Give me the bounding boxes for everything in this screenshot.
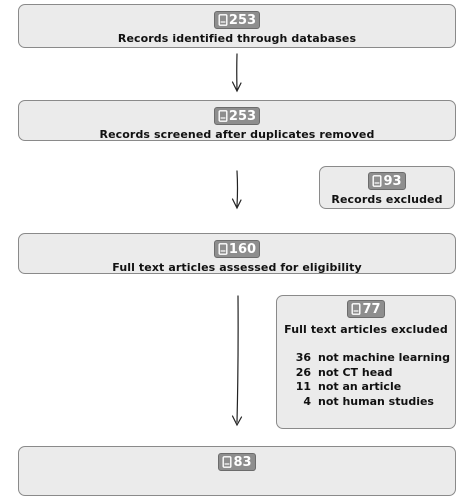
box-studies-included: 83 [18,446,456,496]
document-icon [218,243,228,255]
count-value: 93 [383,174,401,189]
exclusion-reason: 11 not an article [295,380,450,395]
document-icon [218,110,228,122]
count-badge: 160 [214,240,260,258]
reason-text: not machine learning [318,351,450,366]
document-icon [222,456,232,468]
reason-text: not human studies [318,395,434,410]
count-badge: 77 [347,300,384,318]
count-value: 253 [229,109,256,124]
arrow-fulltext-to-included [237,296,238,422]
box-label: Records excluded [320,193,454,206]
count-badge: 83 [218,453,255,471]
reason-text: not CT head [318,366,392,381]
document-icon [218,14,228,26]
box-records-identified: 253 Records identified through databases [18,4,456,48]
document-icon [351,303,361,315]
reason-count: 11 [295,380,311,395]
box-label: Full text articles excluded [277,323,455,336]
count-value: 77 [362,302,380,317]
reason-text: not an article [318,380,401,395]
count-value: 253 [229,13,256,28]
exclusion-reason: 4 not human studies [295,395,450,410]
reason-count: 36 [295,351,311,366]
box-fulltext-excluded: 77 Full text articles excluded 36 not ma… [276,295,456,429]
count-value: 160 [229,242,256,257]
exclusion-reasons-list: 36 not machine learning 26 not CT head 1… [295,351,450,409]
box-records-screened: 253 Records screened after duplicates re… [18,100,456,141]
box-label: Records identified through databases [19,32,455,45]
box-label: Full text articles assessed for eligibil… [19,261,455,274]
box-label: Records screened after duplicates remove… [19,128,455,141]
count-value: 83 [233,455,251,470]
count-badge: 93 [368,172,405,190]
reason-count: 26 [295,366,311,381]
box-fulltext-assessed: 160 Full text articles assessed for elig… [18,233,456,274]
count-badge: 253 [214,11,260,29]
exclusion-reason: 26 not CT head [295,366,450,381]
count-badge: 253 [214,107,260,125]
document-icon [372,175,382,187]
arrow-screened-to-fulltext [237,171,238,206]
box-records-excluded: 93 Records excluded [319,166,455,209]
exclusion-reason: 36 not machine learning [295,351,450,366]
reason-count: 4 [295,395,311,410]
